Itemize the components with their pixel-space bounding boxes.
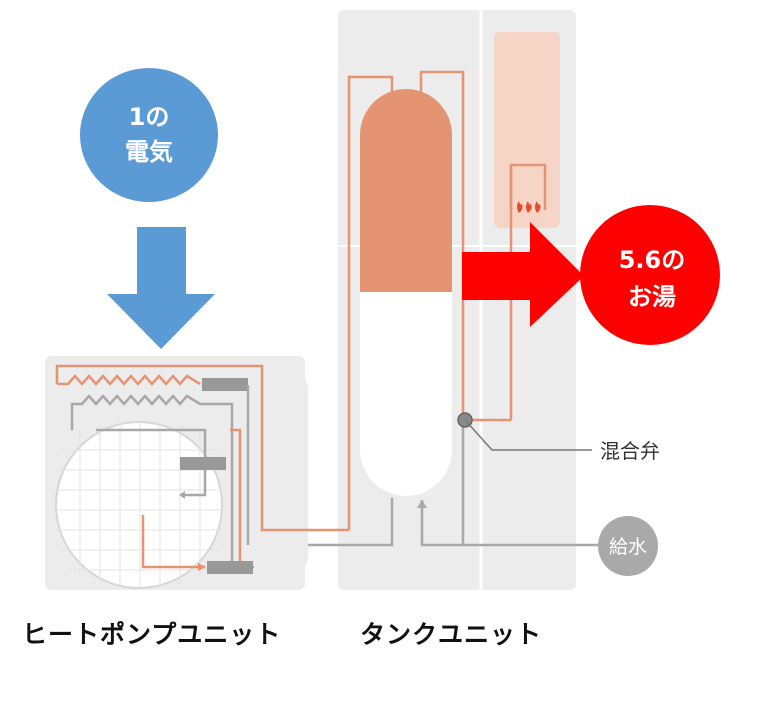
heat-pump-caption: ヒートポンプユニット <box>22 620 282 649</box>
hot-water-line2: お湯 <box>628 283 676 311</box>
hot-water-output: 5.6の お湯 <box>462 205 720 345</box>
electricity-circle <box>80 68 218 202</box>
mixing-valve <box>457 412 592 451</box>
electricity-input: 1の 電気 <box>80 68 218 349</box>
mixing-valve-label: 混合弁 <box>600 439 660 463</box>
storage-tank <box>250 70 600 547</box>
hot-water-circle <box>580 205 720 345</box>
water-supply-badge: 給水 <box>598 516 658 576</box>
tank-caption: タンクユニット <box>360 620 543 649</box>
heat-pump-unit <box>45 356 349 590</box>
hot-water-line1: 5.6の <box>619 246 686 274</box>
flame-icon <box>517 201 541 213</box>
water-supply-label: 給水 <box>609 536 647 558</box>
electricity-arrow <box>107 227 215 349</box>
electricity-line2: 電気 <box>125 138 173 166</box>
hot-water-arrow <box>462 222 584 327</box>
fan-grille <box>55 421 223 589</box>
electricity-line1: 1の <box>129 103 170 131</box>
